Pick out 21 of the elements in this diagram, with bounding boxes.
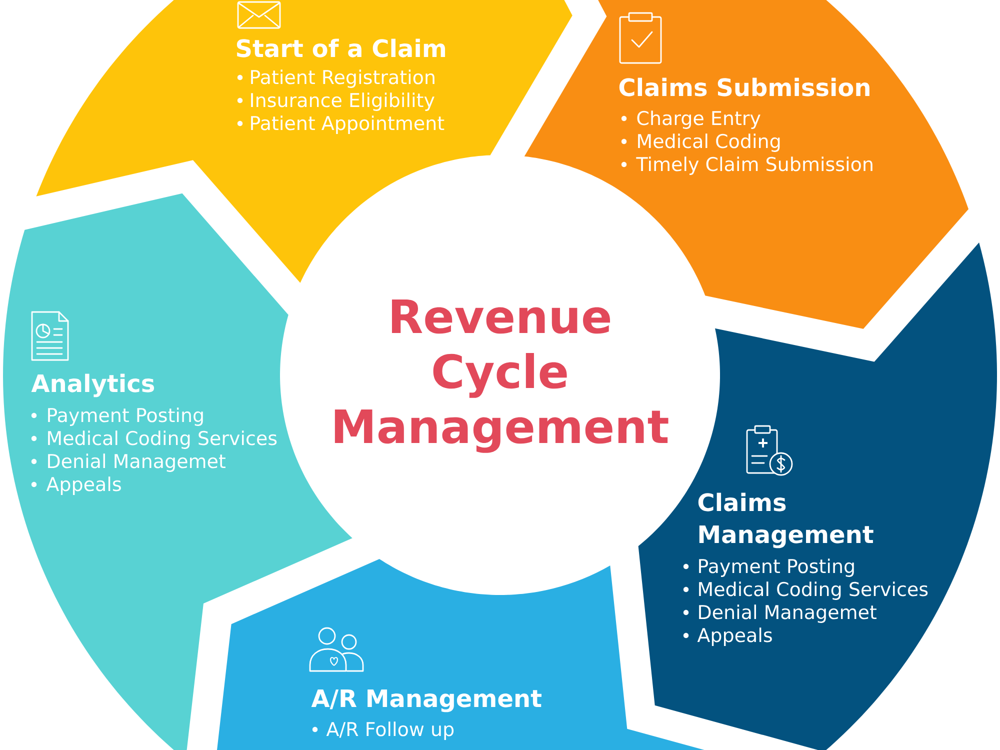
list-item: Insurance Eligibility — [251, 92, 434, 111]
list-item: Patient Appointment — [251, 116, 444, 134]
list-item: Charge Entry — [637, 110, 760, 129]
hub-title: Revenue Cycle Management — [334, 299, 668, 453]
list-item: Appeals — [46, 476, 121, 495]
segment-title: A/R Management — [311, 690, 542, 712]
list-item: Medical Coding — [638, 134, 780, 152]
list-item: Denial Managemet — [699, 604, 876, 623]
list-item: Denial Managemet — [48, 454, 226, 472]
list-item: Medical Coding Services — [48, 430, 277, 449]
list-item: A/R Follow up — [326, 722, 454, 740]
segment-title: Analytics — [31, 374, 154, 398]
list-item: Payment Posting — [699, 558, 854, 577]
list-item: Appeals — [697, 628, 772, 646]
segment-title: Start of a Claim — [236, 38, 446, 58]
list-item: Timely Claim Submission — [636, 156, 872, 175]
list-item: Medical Coding Services — [699, 582, 928, 600]
segment-title: Claims Management — [698, 492, 874, 548]
list-item: Payment Posting — [48, 408, 203, 426]
segment-title: Claims Submission — [619, 78, 870, 96]
list-item: Patient Registration — [251, 70, 434, 88]
